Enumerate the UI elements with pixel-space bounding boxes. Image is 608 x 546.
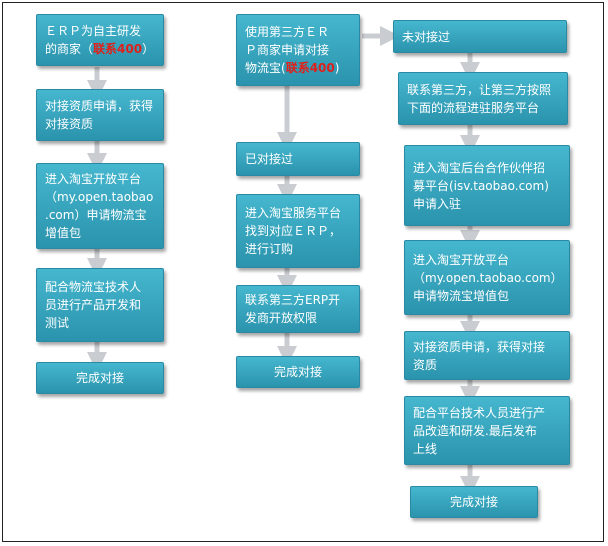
node-text: 配合物流宝技术人 员进行产品开发和 测试: [45, 280, 142, 330]
node-not-connected: 未对接过: [393, 20, 567, 53]
node-text: 已对接过: [245, 152, 294, 166]
node-text: 完成对接: [449, 495, 498, 509]
node-open-platform-right: 进入淘宝开放平台 （my.open.taobao.com） 申请物流宝增值包: [404, 240, 570, 315]
node-text: 对接资质申请，获得对接 资质: [413, 339, 546, 372]
node-text: 联系第三方ERP开 发商开放权限: [245, 293, 341, 325]
node-text: 未对接过: [402, 29, 451, 44]
node-third-party-erp: 使用第三方ＥＲ Ｐ商家申请对接 物流宝(联系400): [236, 14, 360, 86]
node-contact-erp-vendor: 联系第三方ERP开 发商开放权限: [236, 285, 360, 333]
node-text: 对接资质申请，获得 对接资质: [45, 99, 154, 131]
node-text: ＥＲＰ为自主研发 的商家（: [45, 24, 142, 56]
node-contact-third-party: 联系第三方，让第三方按照 下面的流程进驻服务平台: [398, 72, 568, 125]
node-text: 进入淘宝开放平台 （my.open.taobao.com） 申请物流宝增值包: [413, 252, 563, 303]
node-complete-right: 完成对接: [410, 486, 538, 518]
node-text-tail: ）: [142, 42, 155, 56]
node-complete-left: 完成对接: [36, 362, 164, 394]
node-text: 进入淘宝开放平台 （my.open.taobao .com）申请物流宝 增值包: [45, 172, 154, 240]
node-text: 使用第三方ＥＲ Ｐ商家申请对接 物流宝(: [245, 25, 330, 75]
node-already-connected: 已对接过: [236, 142, 360, 176]
node-text: 配合平台技术人员进行产 品改造和研发.最后发布 上线: [413, 405, 546, 456]
node-erp-self-developed: ＥＲＰ为自主研发 的商家（联系400）: [36, 14, 164, 66]
node-qualification-apply-right: 对接资质申请，获得对接 资质: [404, 331, 570, 380]
diagram-frame: [2, 2, 604, 542]
node-text: 联系第三方，让第三方按照 下面的流程进驻服务平台: [407, 82, 552, 115]
node-text: 完成对接: [75, 371, 124, 385]
node-text-tail: ): [334, 61, 340, 75]
node-isv-recruitment: 进入淘宝后台合作伙伴招 募平台(isv.taobao.com) 申请入驻: [404, 145, 570, 226]
node-complete-middle: 完成对接: [236, 356, 360, 388]
node-qualification-apply-left: 对接资质申请，获得 对接资质: [36, 89, 164, 141]
node-text: 进入淘宝服务平台 找到对应ＥＲＰ， 进行订购: [245, 206, 342, 256]
node-service-platform: 进入淘宝服务平台 找到对应ＥＲＰ， 进行订购: [236, 194, 360, 268]
node-cooperate-platform-right: 配合平台技术人员进行产 品改造和研发.最后发布 上线: [404, 396, 570, 465]
node-text: 完成对接: [273, 365, 322, 379]
node-open-platform-left: 进入淘宝开放平台 （my.open.taobao .com）申请物流宝 增值包: [36, 163, 164, 249]
contact-highlight: 联系400: [93, 42, 143, 56]
contact-highlight: 联系400: [285, 61, 335, 75]
node-cooperate-dev-left: 配合物流宝技术人 员进行产品开发和 测试: [36, 268, 164, 342]
node-text: 进入淘宝后台合作伙伴招 募平台(isv.taobao.com) 申请入驻: [413, 160, 549, 211]
